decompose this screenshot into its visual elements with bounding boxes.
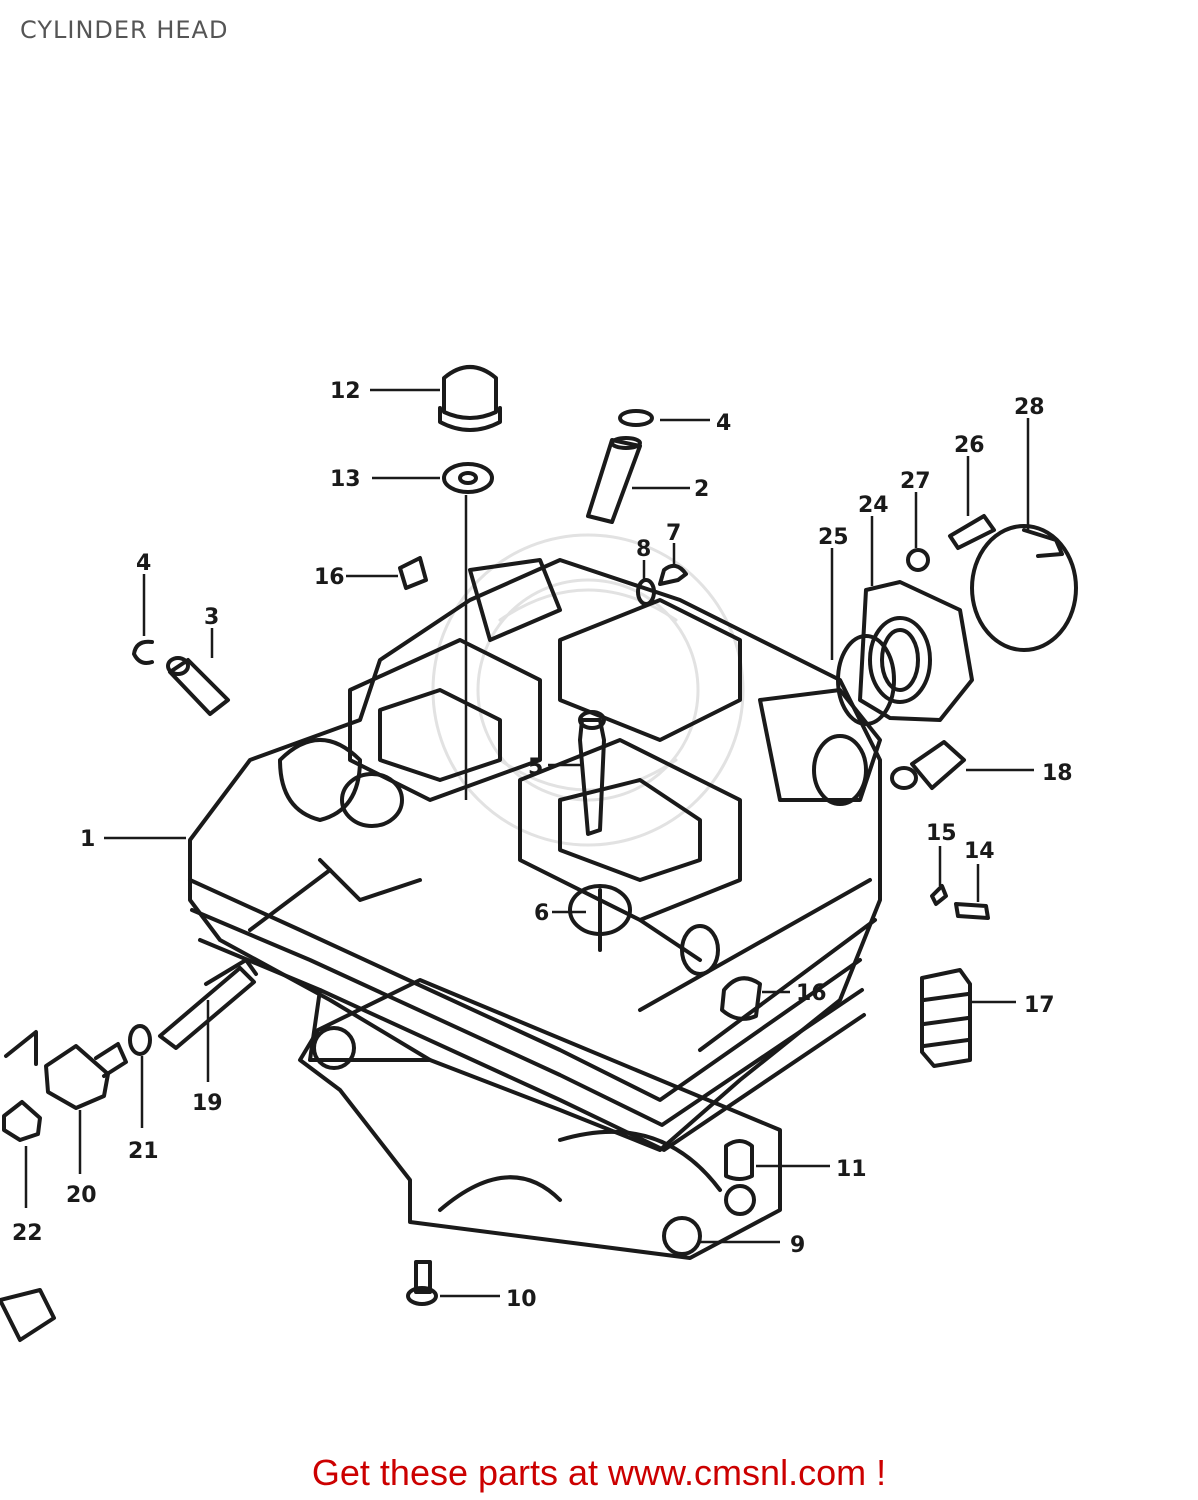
page-title: CYLINDER HEAD	[20, 16, 229, 44]
callout-8: 8	[636, 537, 651, 562]
callout-16-lower: 16	[796, 981, 827, 1006]
hose-clamp-part-28	[970, 524, 1078, 652]
cap-nut-part-12	[438, 365, 502, 432]
callout-13: 13	[330, 467, 361, 492]
callout-25: 25	[818, 525, 849, 550]
bolt-part-5	[578, 718, 606, 836]
dowel-part-11	[724, 1139, 754, 1181]
nut-part-20	[44, 1044, 110, 1110]
callout-16-top: 16	[314, 565, 345, 590]
callout-15: 15	[926, 821, 957, 846]
o-ring-part-4	[618, 409, 654, 427]
callout-1: 1	[80, 827, 95, 852]
callout-7: 7	[666, 521, 681, 546]
stud-part-16-top	[398, 556, 428, 590]
callout-28: 28	[1014, 395, 1045, 420]
bolt-part-10	[406, 1260, 438, 1306]
washer-part-8	[636, 578, 656, 606]
screw-part-26	[948, 514, 996, 550]
callout-27: 27	[900, 469, 931, 494]
callout-24: 24	[858, 493, 889, 518]
plug-part-22	[2, 1100, 42, 1142]
callout-2: 2	[694, 477, 709, 502]
intake-pipe-part-24	[858, 580, 974, 722]
adjuster-bolt-part-19	[158, 966, 256, 1050]
washer-part-13	[442, 462, 494, 494]
callout-10: 10	[506, 1287, 537, 1312]
callout-9: 9	[790, 1233, 805, 1258]
cooling-fins	[188, 878, 877, 1152]
callout-21: 21	[128, 1139, 159, 1164]
sensor-part-18	[910, 740, 966, 790]
callout-4-top: 4	[716, 411, 731, 436]
nut-part-27	[906, 548, 930, 572]
callout-3: 3	[204, 605, 219, 630]
damper-part-17	[920, 968, 972, 1068]
washer-part-21	[128, 1024, 152, 1056]
callout-26: 26	[954, 433, 985, 458]
callout-11: 11	[836, 1157, 867, 1182]
callout-22: 22	[12, 1221, 43, 1246]
stud-part-16-lower	[720, 976, 762, 1021]
gasket-part-9	[298, 978, 782, 1260]
pin-part-3	[168, 658, 230, 716]
footer-link-container: Get these parts at www.cmsnl.com !	[0, 1452, 1198, 1494]
callout-14: 14	[964, 839, 995, 864]
watermark-logo	[431, 533, 745, 847]
callout-20: 20	[66, 1183, 97, 1208]
callout-labels: 12 4 13 2 28 26 27 24 25 7 8 16 4 3 5 18…	[12, 379, 1073, 1312]
callout-6: 6	[534, 901, 549, 926]
bolt-part-15	[930, 884, 948, 906]
cmsnl-link[interactable]: Get these parts at www.cmsnl.com !	[311, 1452, 887, 1493]
callout-17: 17	[1024, 993, 1055, 1018]
callout-4-left: 4	[136, 551, 151, 576]
circlip-part-4	[132, 639, 154, 665]
bolt-part-7	[658, 563, 688, 586]
callout-18: 18	[1042, 761, 1073, 786]
o-ring-part-25	[836, 634, 896, 726]
callout-12: 12	[330, 379, 361, 404]
callout-19: 19	[192, 1091, 223, 1116]
bolt-part-14	[954, 902, 990, 920]
head-body-part-1	[188, 558, 882, 1152]
callout-5: 5	[528, 755, 543, 780]
dowel-part-2	[586, 438, 642, 524]
